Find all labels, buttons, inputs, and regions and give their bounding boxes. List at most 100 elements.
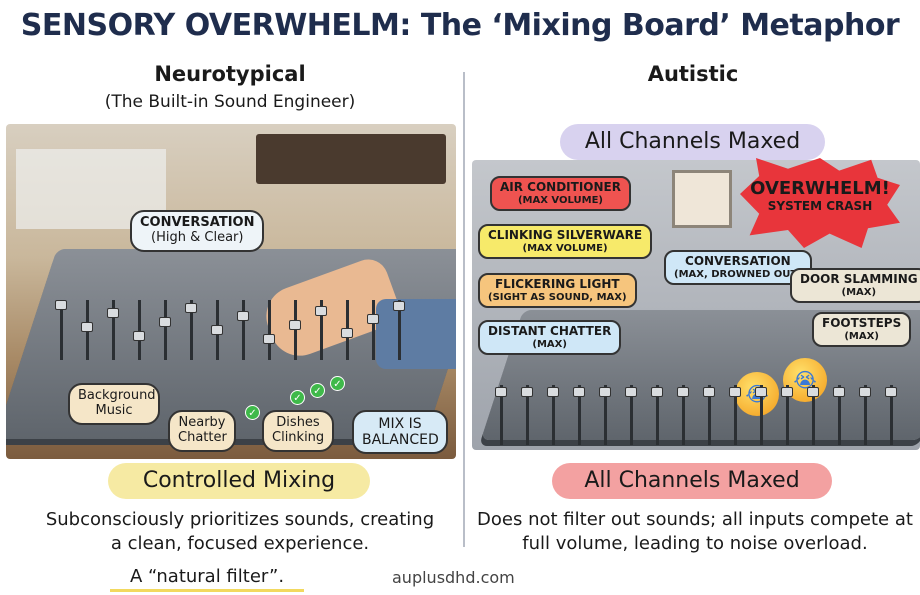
fader-knob[interactable] xyxy=(599,387,611,397)
label-nearby-chatter: Nearby Chatter xyxy=(168,410,236,452)
divider xyxy=(463,72,465,547)
fader-track xyxy=(838,385,841,445)
fader-track xyxy=(526,385,529,445)
fader-knob[interactable] xyxy=(833,387,845,397)
fader-track xyxy=(60,300,63,360)
fader-knob[interactable] xyxy=(573,387,585,397)
fader-knob[interactable] xyxy=(625,387,637,397)
check-icon: ✓ xyxy=(290,390,305,405)
fader-knob[interactable] xyxy=(263,333,275,344)
watermark: auplusdhd.com xyxy=(392,568,515,587)
fader-knob[interactable] xyxy=(185,303,197,313)
right-description: Does not filter out sounds; all inputs c… xyxy=(477,509,913,555)
label-clinking-silverware: CLINKING SILVERWARE(MAX VOLUME) xyxy=(478,224,653,260)
all-channels-maxed-bottom-pill: All Channels Maxed xyxy=(552,463,832,499)
label-text: CONVERSATION xyxy=(140,215,255,230)
label-text: FOOTSTEPS xyxy=(822,316,902,330)
fader-track xyxy=(372,300,375,360)
controlled-mixing-pill: Controlled Mixing xyxy=(108,463,370,499)
label-subtext: (MAX) xyxy=(841,286,877,298)
fader-knob[interactable] xyxy=(495,387,507,397)
left-subheading: (The Built-in Sound Engineer) xyxy=(104,92,356,112)
fader-knob[interactable] xyxy=(521,387,533,397)
fader-knob[interactable] xyxy=(55,300,67,310)
fader-knob[interactable] xyxy=(885,387,897,397)
cafe-menu-boards xyxy=(256,134,446,184)
fader-knob[interactable] xyxy=(159,316,171,327)
fader-track xyxy=(578,385,581,445)
fader-track xyxy=(190,300,193,360)
label-dishes-clinking: Dishes Clinking xyxy=(262,410,334,452)
label-subtext: (SIGHT AS SOUND, MAX) xyxy=(488,291,627,303)
fader-knob[interactable] xyxy=(237,311,249,322)
fader-track xyxy=(268,300,271,360)
label-text: CLINKING SILVERWARE xyxy=(488,228,643,242)
label-conversation: CONVERSATION(High & Clear) xyxy=(130,210,265,252)
label-distant-chatter: DISTANT CHATTER(MAX) xyxy=(478,320,622,356)
label-mix-balanced: MIX IS BALANCED xyxy=(352,410,448,455)
label-background-music: Background Music xyxy=(68,383,160,425)
label-text: CONVERSATION xyxy=(685,254,791,268)
fader-knob[interactable] xyxy=(755,387,767,397)
left-description: Subconsciously prioritizes sounds, creat… xyxy=(45,509,435,555)
fader-knob[interactable] xyxy=(781,387,793,397)
sleeve xyxy=(376,299,456,369)
label-conversation: CONVERSATION(MAX, DROWNED OUT) xyxy=(664,250,812,286)
check-icon: ✓ xyxy=(310,383,325,398)
label-flickering-light: FLICKERING LIGHT(SIGHT AS SOUND, MAX) xyxy=(478,273,637,309)
fader-knob[interactable] xyxy=(729,387,741,397)
fader-track xyxy=(786,385,789,445)
fader-track xyxy=(164,300,167,360)
fader-track xyxy=(398,300,401,360)
label-subtext: (MAX VOLUME) xyxy=(522,242,608,254)
fader-knob[interactable] xyxy=(367,314,379,325)
fader-track xyxy=(242,300,245,360)
all-channels-maxed-top-pill: All Channels Maxed xyxy=(560,124,825,160)
fader-knob[interactable] xyxy=(341,328,353,339)
label-subtext: (MAX, DROWNED OUT) xyxy=(674,268,802,280)
fader-knob[interactable] xyxy=(807,387,819,397)
check-icon: ✓ xyxy=(330,376,345,391)
fader-knob[interactable] xyxy=(393,300,405,311)
fader-knob[interactable] xyxy=(107,308,119,319)
fader-knob[interactable] xyxy=(211,325,223,336)
fader-knob[interactable] xyxy=(547,387,559,397)
label-footsteps: FOOTSTEPS(MAX) xyxy=(812,312,912,348)
fader-track xyxy=(812,385,815,445)
system-crash-text: SYSTEM CRASH xyxy=(767,199,873,213)
fader-knob[interactable] xyxy=(315,306,327,316)
check-icon: ✓ xyxy=(245,405,260,420)
fader-knob[interactable] xyxy=(703,387,715,397)
fader-track xyxy=(708,385,711,445)
fader-track xyxy=(682,385,685,445)
left-heading: Neurotypical xyxy=(154,62,306,86)
left-tagline: A “natural filter”. xyxy=(110,565,305,593)
label-subtext: (MAX) xyxy=(844,330,879,342)
label-air-conditioner: AIR CONDITIONER(MAX VOLUME) xyxy=(490,176,631,212)
fader-knob[interactable] xyxy=(133,330,145,341)
label-text: FLICKERING LIGHT xyxy=(494,277,620,291)
label-subtext: (MAX VOLUME) xyxy=(517,194,603,206)
label-subtext: (MAX) xyxy=(532,338,567,350)
fader-track xyxy=(552,385,555,445)
label-subtext: (High & Clear) xyxy=(151,229,244,245)
label-text: DISTANT CHATTER xyxy=(488,324,612,338)
fader-knob[interactable] xyxy=(677,387,689,397)
fader-track xyxy=(604,385,607,445)
fader-track xyxy=(320,300,323,360)
right-heading: Autistic xyxy=(647,62,739,86)
fader-knob[interactable] xyxy=(859,387,871,397)
fader-track xyxy=(760,385,763,445)
page-title: SENSORY OVERWHELM: The ‘Mixing Board’ Me… xyxy=(20,8,900,43)
fader-knob[interactable] xyxy=(81,322,93,333)
overwhelm-text: OVERWHELM! xyxy=(750,178,890,199)
fader-track xyxy=(630,385,633,445)
label-text: AIR CONDITIONER xyxy=(500,180,621,194)
fader-track xyxy=(294,300,297,360)
fader-track xyxy=(656,385,659,445)
fader-track xyxy=(112,300,115,360)
fader-knob[interactable] xyxy=(651,387,663,397)
fader-knob[interactable] xyxy=(289,319,301,330)
fader-track xyxy=(734,385,737,445)
label-text: DOOR SLAMMING xyxy=(800,272,918,286)
